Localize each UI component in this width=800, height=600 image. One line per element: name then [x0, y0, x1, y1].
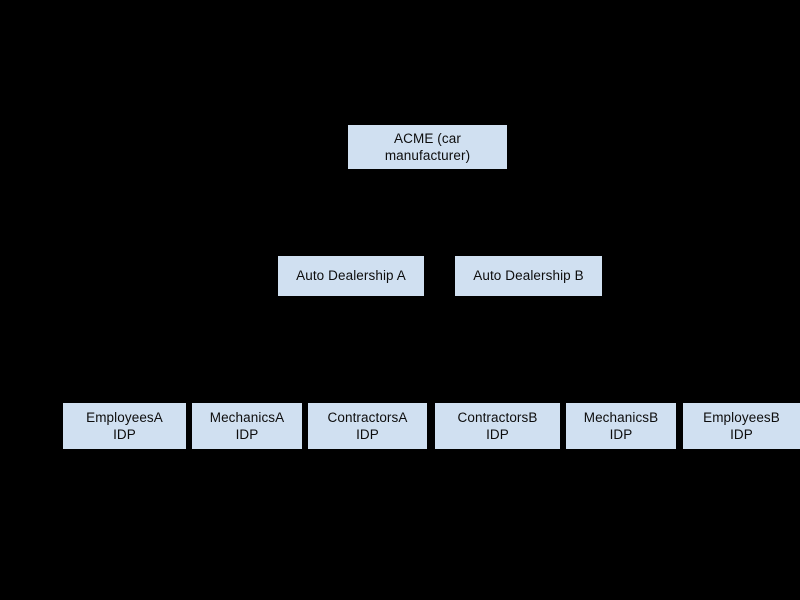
connector-to-idp-4 [620, 346, 622, 403]
connector-dealer-a-stem [350, 296, 352, 346]
node-employeesa-idp[interactable]: EmployeesA IDP [63, 403, 186, 449]
node-acme-root[interactable]: ACME (car manufacturer) [348, 125, 507, 169]
connector-dealer-a-horizontal [123, 346, 368, 348]
node-contractorsa-idp[interactable]: ContractorsA IDP [308, 403, 427, 449]
connector-root-to-dealers [427, 169, 429, 199]
node-contractorsb-idp[interactable]: ContractorsB IDP [435, 403, 560, 449]
node-mechanicsb-idp[interactable]: MechanicsB IDP [566, 403, 676, 449]
connector-to-idp-5 [740, 346, 742, 403]
node-employeesb-idp[interactable]: EmployeesB IDP [683, 403, 800, 449]
connector-to-idp-1 [246, 346, 248, 403]
connector-to-dealer-b [527, 199, 529, 256]
connector-to-idp-0 [123, 346, 125, 403]
connector-dealer-b-horizontal [496, 346, 741, 348]
connector-to-idp-2 [366, 346, 368, 403]
connector-dealer-b-stem [527, 296, 529, 346]
connector-to-dealer-a [350, 199, 352, 256]
connector-to-idp-3 [496, 346, 498, 403]
node-auto-dealership-b[interactable]: Auto Dealership B [455, 256, 602, 296]
connector-dealers-horizontal [350, 199, 529, 201]
node-auto-dealership-a[interactable]: Auto Dealership A [278, 256, 424, 296]
node-mechanicsa-idp[interactable]: MechanicsA IDP [192, 403, 302, 449]
